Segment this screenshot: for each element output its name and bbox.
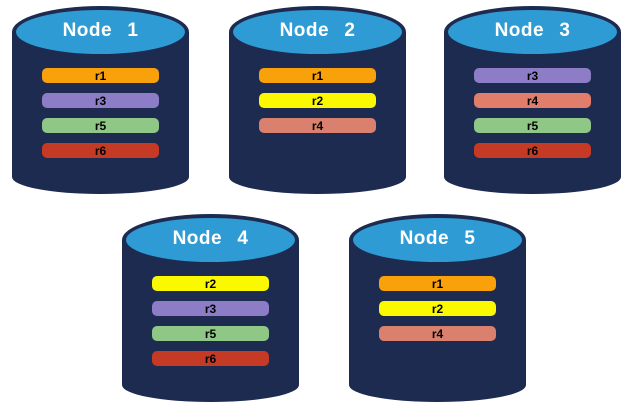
replica-list: r1 r2 r4 <box>259 68 376 133</box>
replica-bar: r2 <box>152 276 269 291</box>
replica-bar: r5 <box>42 118 159 133</box>
node-label: Node 2 <box>279 20 356 41</box>
replica-label: r6 <box>204 351 217 366</box>
replica-bar: r4 <box>379 326 496 341</box>
replica-label: r3 <box>526 68 539 83</box>
replica-label: r2 <box>204 276 217 291</box>
cylinder-body <box>349 240 526 402</box>
replica-label: r6 <box>94 143 107 158</box>
replica-label: r4 <box>311 118 324 133</box>
replica-label: r5 <box>94 118 107 133</box>
replica-bar: r3 <box>152 301 269 316</box>
node-1-cylinder: Node 1 r1 r3 r5 r6 <box>12 6 189 194</box>
replica-bar: r2 <box>379 301 496 316</box>
replica-label: r5 <box>204 326 217 341</box>
cylinder-top: Node 1 <box>12 6 189 58</box>
replica-bar: r6 <box>152 351 269 366</box>
node-label: Node 3 <box>494 20 571 41</box>
replica-label: r5 <box>526 118 539 133</box>
replica-bar: r2 <box>259 93 376 108</box>
node-4-cylinder: Node 4 r2 r3 r5 r6 <box>122 214 299 402</box>
replica-list: r3 r4 r5 r6 <box>474 68 591 158</box>
cylinder-top: Node 3 <box>444 6 621 58</box>
cylinder-top: Node 4 <box>122 214 299 266</box>
replica-label: r4 <box>526 93 539 108</box>
cylinder-top: Node 2 <box>229 6 406 58</box>
cylinder-body <box>229 32 406 194</box>
node-label: Node 5 <box>399 228 476 249</box>
cylinder-body <box>444 32 621 194</box>
replica-bar: r6 <box>42 143 159 158</box>
replica-label: r1 <box>94 68 107 83</box>
replica-list: r1 r2 r4 <box>379 276 496 341</box>
replica-bar: r6 <box>474 143 591 158</box>
cylinder-top: Node 5 <box>349 214 526 266</box>
replica-list: r1 r3 r5 r6 <box>42 68 159 158</box>
node-5-cylinder: Node 5 r1 r2 r4 <box>349 214 526 402</box>
replica-bar: r3 <box>42 93 159 108</box>
replica-label: r1 <box>431 276 444 291</box>
cylinder-body <box>12 32 189 194</box>
replica-label: r1 <box>311 68 324 83</box>
replica-bar: r3 <box>474 68 591 83</box>
replica-label: r4 <box>431 326 444 341</box>
replica-bar: r5 <box>152 326 269 341</box>
node-2-cylinder: Node 2 r1 r2 r4 <box>229 6 406 194</box>
replica-label: r3 <box>94 93 107 108</box>
replica-bar: r5 <box>474 118 591 133</box>
replica-label: r2 <box>431 301 444 316</box>
cylinder-body <box>122 240 299 402</box>
replica-bar: r1 <box>259 68 376 83</box>
replica-bar: r4 <box>259 118 376 133</box>
replica-label: r3 <box>204 301 217 316</box>
replica-label: r6 <box>526 143 539 158</box>
node-label: Node 1 <box>62 20 139 41</box>
node-label: Node 4 <box>172 228 249 249</box>
replica-bar: r1 <box>379 276 496 291</box>
node-3-cylinder: Node 3 r3 r4 r5 r6 <box>444 6 621 194</box>
replica-bar: r4 <box>474 93 591 108</box>
replica-label: r2 <box>311 93 324 108</box>
replica-bar: r1 <box>42 68 159 83</box>
replica-list: r2 r3 r5 r6 <box>152 276 269 366</box>
